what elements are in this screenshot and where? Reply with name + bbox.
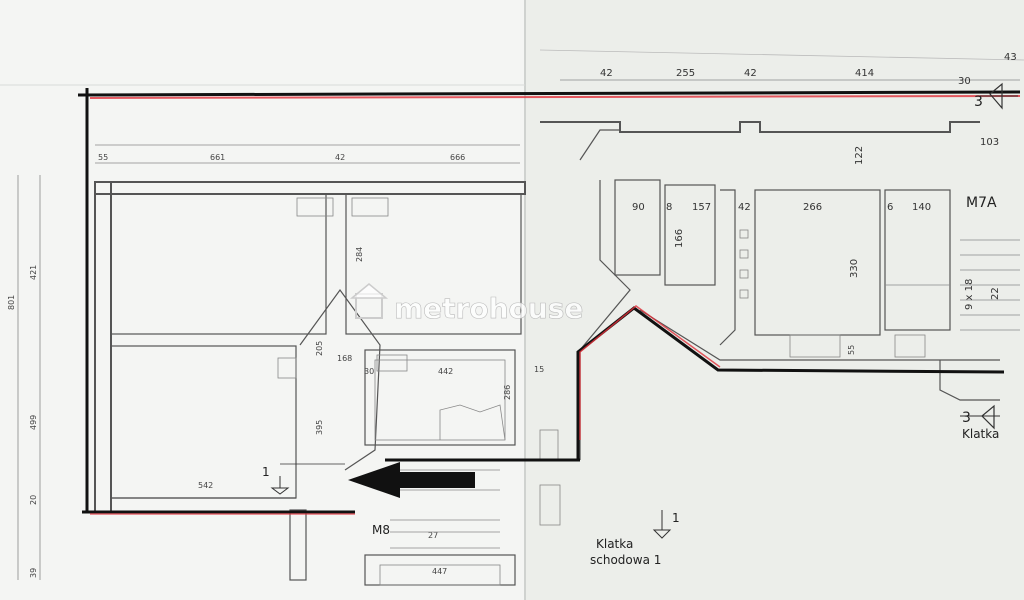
- dim-label: 43: [1004, 52, 1017, 63]
- dim-label: 8: [666, 202, 672, 213]
- dim-label: 447: [432, 567, 447, 576]
- section-marker-left: 1: [262, 463, 345, 495]
- dim-label: 9 x 18: [964, 279, 975, 310]
- dim-label: 27: [428, 531, 438, 540]
- dimension-labels-top-left: 55 661 42 666: [98, 153, 465, 162]
- section-marker-top: 3: [974, 82, 1018, 110]
- dimension-labels-vertical: 801 421 499 20 39: [7, 265, 38, 578]
- section-label: 3: [974, 94, 983, 110]
- dim-label: 661: [210, 153, 225, 162]
- stair-label-klatka-schodowa-2: schodowa 1: [590, 553, 661, 567]
- section-marker-bottom-right: 1: [652, 510, 680, 539]
- stair-label-m7a: M7A: [966, 195, 997, 211]
- watermark-text: metrohouse: [394, 292, 583, 325]
- section-label: 1: [262, 465, 270, 479]
- sheet-line: [539, 49, 1024, 61]
- stair-label-m8: M8: [372, 523, 390, 537]
- dim-label: 414: [855, 68, 874, 79]
- section-label: 1: [672, 511, 680, 525]
- dim-label: 166: [674, 229, 685, 248]
- dim-label: 15: [534, 365, 544, 374]
- dim-label: 122: [854, 146, 865, 165]
- dim-label: 22: [990, 287, 1001, 300]
- dim-label: 421: [29, 265, 38, 280]
- dim-label: 801: [7, 295, 16, 310]
- right-wing-walls: [539, 121, 1000, 526]
- section-marker-bottom: 3: [960, 404, 1000, 430]
- dim-label: 90: [632, 202, 645, 213]
- dimension-labels-left-wing: 284 205 168 442 395 286 30 15 542 447 27: [198, 247, 544, 576]
- dim-label: 666: [450, 153, 465, 162]
- dim-label: 330: [849, 259, 860, 278]
- dim-label: 205: [315, 341, 324, 356]
- dim-label: 55: [847, 345, 856, 355]
- dim-label: 442: [438, 367, 453, 376]
- left-wing-walls: [94, 181, 526, 586]
- dim-label: 39: [29, 568, 38, 578]
- dim-label: 42: [744, 68, 757, 79]
- section-label: 3: [962, 410, 971, 426]
- dim-label: 286: [503, 385, 512, 400]
- dim-label: 103: [980, 137, 999, 148]
- dim-label: 42: [600, 68, 613, 79]
- dimension-labels-right-wing: 90 8 157 42 266 6 140 103 122 166 330 55…: [632, 137, 1001, 355]
- dim-label: 30: [364, 367, 374, 376]
- dim-label: 542: [198, 481, 213, 490]
- dim-label: 55: [98, 153, 108, 162]
- watermark: metrohouse: [349, 283, 584, 325]
- dim-label: 395: [315, 420, 324, 435]
- highlight-outline: [77, 88, 1021, 515]
- dim-label: 6: [887, 202, 893, 213]
- stair-label-klatka-schodowa: Klatka: [596, 537, 633, 551]
- dim-label: 284: [355, 247, 364, 262]
- dimension-labels-top-right: 42 255 42 414 30 43: [600, 52, 1017, 87]
- dim-label: 255: [676, 68, 695, 79]
- stairs-m8: [390, 469, 500, 549]
- stair-label-klatka: Klatka: [962, 427, 999, 441]
- dim-label: 168: [337, 354, 352, 363]
- right-sheet: [525, 0, 1024, 600]
- dim-label: 42: [738, 202, 751, 213]
- dim-label: 157: [692, 202, 711, 213]
- stairs-m7a: [960, 239, 1020, 331]
- dim-label: 42: [335, 153, 345, 162]
- dim-label: 266: [803, 202, 822, 213]
- dim-label: 20: [29, 495, 38, 505]
- dim-label: 30: [958, 76, 971, 87]
- dim-label: 499: [29, 415, 38, 430]
- entrance-arrow-icon: [348, 462, 475, 498]
- dim-label: 140: [912, 202, 931, 213]
